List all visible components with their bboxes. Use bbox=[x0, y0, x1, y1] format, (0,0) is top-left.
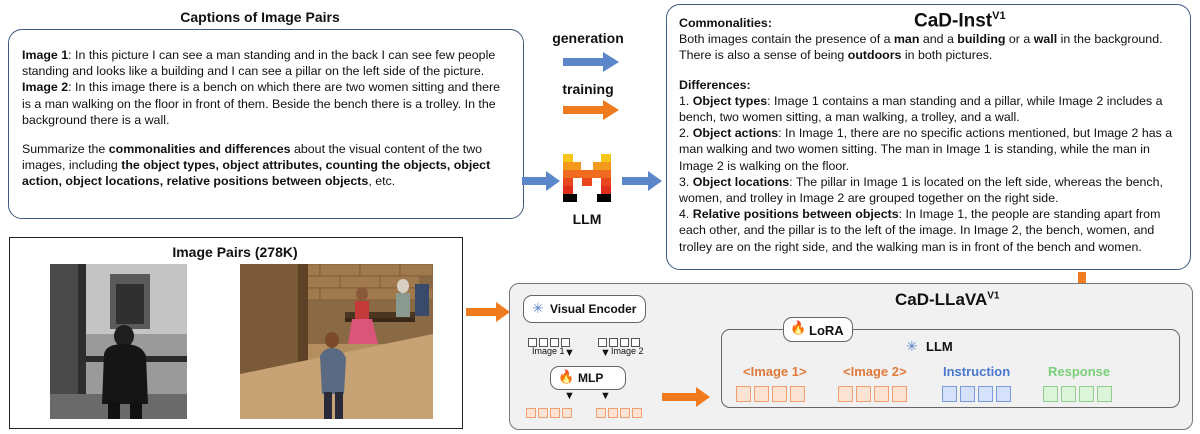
down-arrow-icon: ▼ bbox=[564, 390, 575, 402]
snowflake-icon: ✳ bbox=[906, 338, 918, 354]
fire-icon: 🔥 bbox=[790, 320, 807, 335]
llm-to-inst-arrow bbox=[622, 171, 662, 191]
commonalities-label: Commonalities: bbox=[679, 16, 772, 30]
image-pairs-title: Image Pairs (278K) bbox=[172, 244, 298, 260]
cad-llava-box: CaD-LLaVAV1 ✳ Visual Encoder Image 1 Ima… bbox=[509, 283, 1193, 430]
lora-label: LoRA bbox=[809, 323, 844, 338]
cad-inst-title: CaD-InstV1 bbox=[914, 10, 1006, 32]
captions-box: Image 1: In this picture I can see a man… bbox=[8, 29, 524, 219]
token-label-image1: <Image 1> bbox=[743, 364, 807, 379]
left-to-llm-arrow bbox=[522, 171, 560, 191]
llm-block: ✳ LLM <Image 1> <Image 2> Instruction Re… bbox=[721, 329, 1180, 408]
image-1-photo bbox=[50, 264, 187, 419]
training-label: training bbox=[562, 81, 614, 97]
token-label-instruction: Instruction bbox=[943, 364, 1011, 379]
response-token-squares bbox=[1043, 386, 1115, 407]
image2-caption: Image 2: In this image there is a bench … bbox=[22, 80, 501, 127]
image1-caption-small: Image 1 bbox=[532, 346, 565, 356]
differences-label: Differences: bbox=[679, 77, 751, 92]
difference-item: 4. Relative positions between objects: I… bbox=[679, 207, 1161, 254]
llm-logo-label: LLM bbox=[572, 211, 602, 227]
token-label-image2: <Image 2> bbox=[843, 364, 907, 379]
visual-encoder-block: ✳ Visual Encoder bbox=[523, 295, 646, 323]
image2-caption-small: Image 2 bbox=[611, 346, 644, 356]
difference-item: 1. Object types: Image 1 contains a man … bbox=[679, 93, 1163, 125]
down-arrow-icon: ▼ bbox=[600, 390, 611, 402]
cad-inst-box: CaD-InstV1 Commonalities: Both images co… bbox=[666, 4, 1191, 270]
image1-token-squares bbox=[736, 386, 808, 407]
summarize-prompt: Summarize the commonalities and differen… bbox=[22, 142, 491, 189]
llm-logo-icon bbox=[563, 154, 611, 202]
llm-label: LLM bbox=[926, 339, 953, 354]
token-label-response: Response bbox=[1048, 364, 1111, 379]
projected-image2-tokens bbox=[596, 405, 644, 423]
training-arrow bbox=[563, 100, 619, 120]
cad-llava-title: CaD-LLaVAV1 bbox=[895, 290, 1000, 309]
image1-caption: Image 1: In this picture I can see a man… bbox=[22, 48, 496, 79]
image2-tokens bbox=[598, 334, 642, 352]
snowflake-icon: ✳ bbox=[532, 300, 544, 316]
generation-arrow bbox=[563, 52, 619, 72]
difference-item: 3. Object locations: The pillar in Image… bbox=[679, 174, 1163, 206]
visual-encoder-label: Visual Encoder bbox=[550, 302, 637, 316]
generation-label: generation bbox=[552, 30, 624, 46]
down-arrow-icon: ▼ bbox=[600, 347, 611, 359]
fire-icon: 🔥 bbox=[558, 369, 575, 384]
commonalities-text: Both images contain the presence of a ma… bbox=[679, 32, 1163, 63]
image1-tokens bbox=[528, 334, 572, 352]
lora-block: 🔥 LoRA bbox=[783, 317, 853, 342]
image2-token-squares bbox=[838, 386, 910, 407]
encoder-to-llm-arrow bbox=[662, 387, 710, 407]
image-2-photo bbox=[240, 264, 433, 419]
difference-item: 2. Object actions: In Image 1, there are… bbox=[679, 126, 1173, 173]
projected-image1-tokens bbox=[526, 405, 574, 423]
captions-title: Captions of Image Pairs bbox=[180, 9, 340, 25]
mlp-label: MLP bbox=[578, 371, 604, 385]
image-pairs-box: Image Pairs (278K) bbox=[9, 237, 463, 429]
down-arrow-icon: ▼ bbox=[564, 347, 575, 359]
image-pairs-to-llava-arrow bbox=[466, 302, 510, 322]
instruction-token-squares bbox=[942, 386, 1014, 407]
mlp-block: 🔥 MLP bbox=[550, 366, 626, 390]
